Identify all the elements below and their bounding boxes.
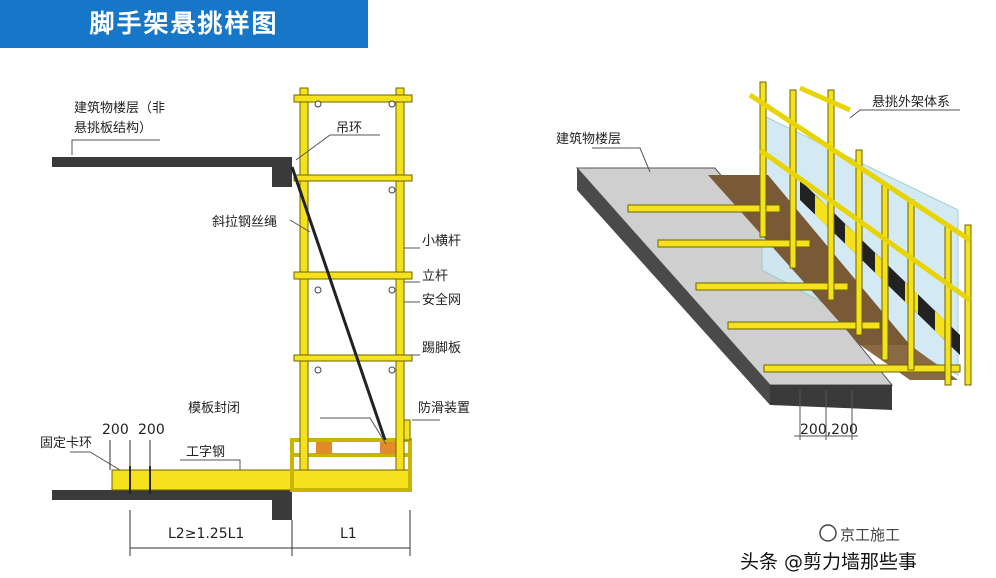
label-building-floor-line1: 建筑物楼层（非 xyxy=(74,100,165,116)
dimension-spacing-1: 200 xyxy=(102,422,129,438)
iso-vertical-poles xyxy=(759,81,972,386)
left-section-diagram xyxy=(52,87,440,556)
dimension-iso-spacing: 200,200 xyxy=(800,422,858,438)
label-cantilever-system: 悬挑外架体系 xyxy=(872,95,950,110)
label-formwork-closure: 模板封闭 xyxy=(188,401,240,416)
right-isometric-diagram xyxy=(575,81,972,440)
i-beam xyxy=(111,469,411,491)
label-toe-board: 踢脚板 xyxy=(422,340,461,356)
watermark-line2: 头条 @剪力墙那些事 xyxy=(740,551,917,573)
horizontal-bar-lower xyxy=(293,354,413,362)
page-title: 脚手架悬挑样图 xyxy=(89,9,279,38)
label-fixing-clamp: 固定卡环 xyxy=(40,436,92,451)
anti-slip-block xyxy=(380,442,396,454)
base-platform xyxy=(290,438,412,492)
label-small-crossbar: 小横杆 xyxy=(422,234,461,249)
horizontal-bar-mid xyxy=(293,271,413,280)
coupler-group xyxy=(314,100,396,374)
dimension-spacing-2: 200 xyxy=(138,422,165,438)
iso-diagonal-rails xyxy=(748,85,972,303)
horizontal-bar-low xyxy=(293,174,413,182)
upper-floor-slab xyxy=(52,157,292,187)
label-hanging-ring: 吊环 xyxy=(336,121,362,136)
left-dimension-lines xyxy=(109,440,411,556)
dimension-l1: L1 xyxy=(340,526,357,542)
label-safety-net: 安全网 xyxy=(422,292,461,308)
label-building-floor-line2: 悬挑板结构） xyxy=(74,121,152,136)
label-anti-slip-device: 防滑装置 xyxy=(418,400,470,416)
label-diagonal-wire-rope: 斜拉钢丝绳 xyxy=(212,215,277,230)
left-leader-lines xyxy=(70,134,440,471)
dimension-l2: L2≥1.25L1 xyxy=(168,526,244,542)
lower-floor-slab xyxy=(52,490,292,520)
toe-board xyxy=(403,419,411,441)
title-banner xyxy=(0,0,368,48)
watermark-line1: 京工施工 xyxy=(840,526,900,544)
label-iso-building-floor: 建筑物楼层 xyxy=(556,131,621,147)
anti-slip-block xyxy=(316,442,332,454)
label-vertical-pole: 立杆 xyxy=(422,269,448,284)
horizontal-bar-top xyxy=(293,94,413,103)
watermark-logo-icon xyxy=(819,524,837,542)
diagonal-wire-rope xyxy=(290,166,387,441)
watermark: 京工施工 头条 @剪力墙那些事 xyxy=(740,524,917,573)
label-i-beam: 工字钢 xyxy=(186,445,225,460)
iso-floor-slab-side xyxy=(577,168,770,405)
right-leader-lines xyxy=(592,109,960,440)
